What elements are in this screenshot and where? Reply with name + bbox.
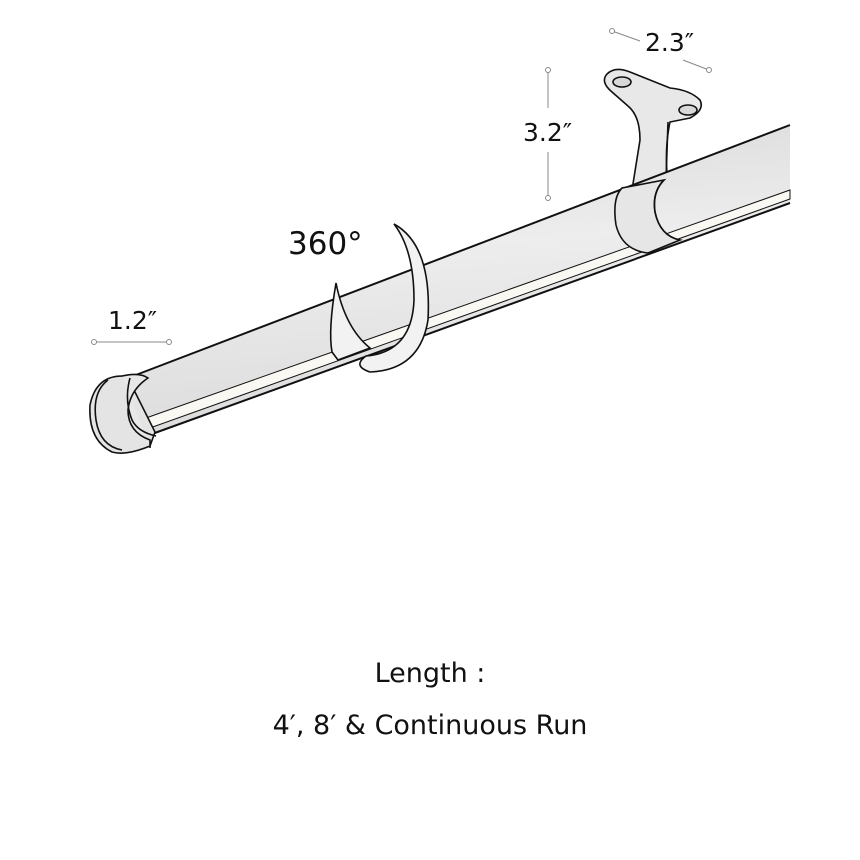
end-cap xyxy=(89,373,157,454)
dimension-lines xyxy=(91,28,712,345)
mounting-bracket xyxy=(603,68,703,191)
rotation-arrow-icon xyxy=(329,223,430,373)
diameter-label: 1.2″ xyxy=(108,306,158,335)
rotation-label: 360° xyxy=(288,226,363,262)
mount-width-label: 2.3″ xyxy=(645,28,695,57)
drop-height-label: 3.2″ xyxy=(523,118,573,147)
bracket-collar xyxy=(614,178,683,254)
length-title: Length : xyxy=(374,658,486,689)
linear-rail-tube xyxy=(127,124,791,435)
length-options: 4′, 8′ & Continuous Run xyxy=(272,710,588,741)
